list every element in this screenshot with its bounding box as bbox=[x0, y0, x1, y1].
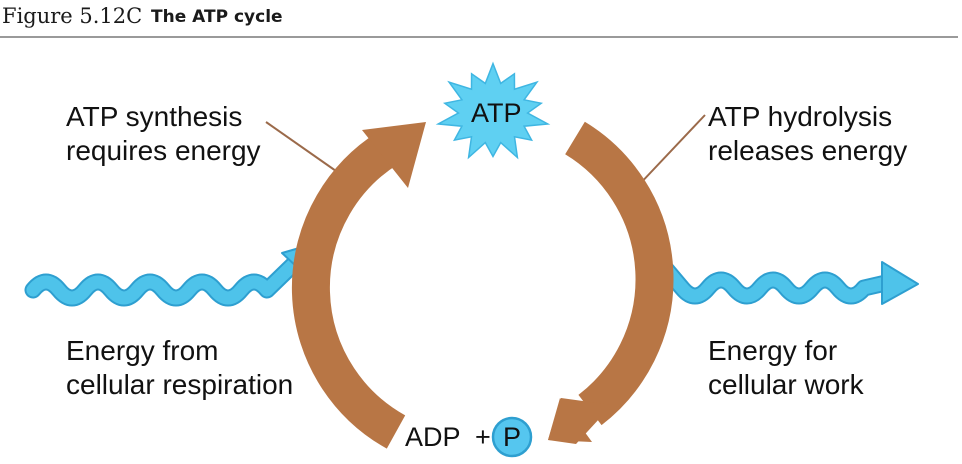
header-divider bbox=[0, 36, 958, 38]
phosphate-circle-icon bbox=[491, 416, 533, 458]
synthesis-leader-line bbox=[265, 121, 347, 179]
synthesis-label-line1: ATP synthesis bbox=[66, 101, 243, 132]
synthesis-label: ATP synthesis requires energy bbox=[66, 100, 261, 168]
phosphate-label: P bbox=[503, 422, 522, 452]
hydrolysis-label: ATP hydrolysis releases energy bbox=[708, 100, 907, 168]
energy-input-label-line2: cellular respiration bbox=[66, 369, 294, 400]
synthesis-label-line2: requires energy bbox=[66, 135, 261, 166]
energy-output-label-line2: cellular work bbox=[708, 369, 864, 400]
figure-title: The ATP cycle bbox=[151, 7, 283, 27]
figure-number: Figure 5.12C bbox=[2, 4, 143, 28]
adp-label: ADP bbox=[405, 422, 461, 452]
hydrolysis-cycle-arrow bbox=[548, 121, 674, 444]
energy-output-wave bbox=[651, 253, 919, 305]
energy-output-label: Energy for cellular work bbox=[708, 334, 864, 402]
hydrolysis-leader-line bbox=[635, 114, 706, 189]
plus-sign: + bbox=[475, 422, 491, 452]
atp-node-label: ATP bbox=[471, 98, 522, 128]
energy-output-label-line1: Energy for bbox=[708, 335, 838, 366]
synthesis-cycle-arrow bbox=[291, 122, 426, 449]
synthesis-arrowhead-icon bbox=[362, 122, 426, 188]
energy-input-wave bbox=[24, 241, 321, 307]
hydrolysis-label-line1: ATP hydrolysis bbox=[708, 101, 893, 132]
energy-input-label: Energy from cellular respiration bbox=[66, 334, 293, 402]
hydrolysis-label-line2: releases energy bbox=[708, 135, 908, 166]
atp-burst-icon bbox=[435, 61, 551, 160]
energy-input-label-line1: Energy from bbox=[66, 335, 219, 366]
energy-output-arrowhead-icon bbox=[881, 261, 919, 305]
figure-header: Figure 5.12C The ATP cycle bbox=[0, 0, 962, 40]
